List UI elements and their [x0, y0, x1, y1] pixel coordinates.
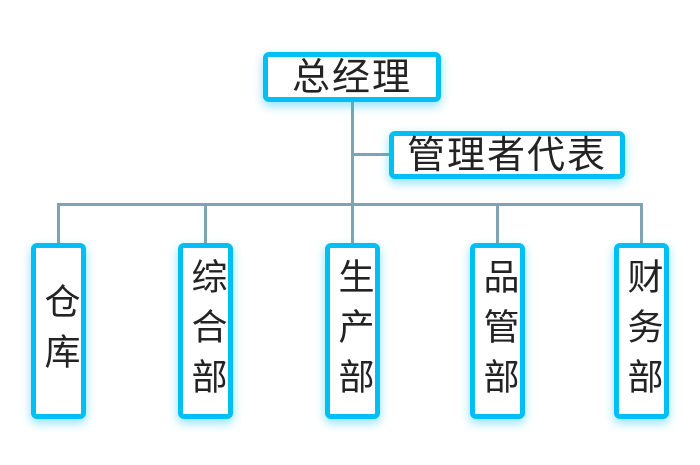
node-department-finance[interactable]: 财务部: [614, 243, 669, 419]
connector-drop-5: [640, 203, 643, 245]
connector-staff-branch: [351, 153, 391, 156]
node-department-warehouse[interactable]: 仓库: [31, 243, 86, 419]
connector-drop-3: [351, 203, 354, 245]
connector-bus-horizontal: [57, 203, 643, 206]
node-department-general-affairs-label: 综合部: [185, 258, 227, 408]
node-general-manager-label: 总经理: [291, 55, 412, 99]
node-department-quality-control-label: 品管部: [477, 258, 519, 408]
node-department-general-affairs[interactable]: 综合部: [178, 243, 233, 419]
node-management-representative-label: 管理者代表: [406, 133, 607, 177]
node-management-representative[interactable]: 管理者代表: [389, 131, 625, 179]
node-general-manager[interactable]: 总经理: [263, 52, 441, 102]
node-department-production-label: 生产部: [332, 258, 374, 408]
node-department-quality-control[interactable]: 品管部: [470, 243, 525, 419]
connector-drop-2: [204, 203, 207, 245]
node-department-finance-label: 财务部: [621, 258, 663, 408]
connector-drop-1: [57, 203, 60, 245]
node-department-production[interactable]: 生产部: [325, 243, 380, 419]
node-department-warehouse-label: 仓库: [38, 283, 80, 383]
connector-drop-4: [496, 203, 499, 245]
